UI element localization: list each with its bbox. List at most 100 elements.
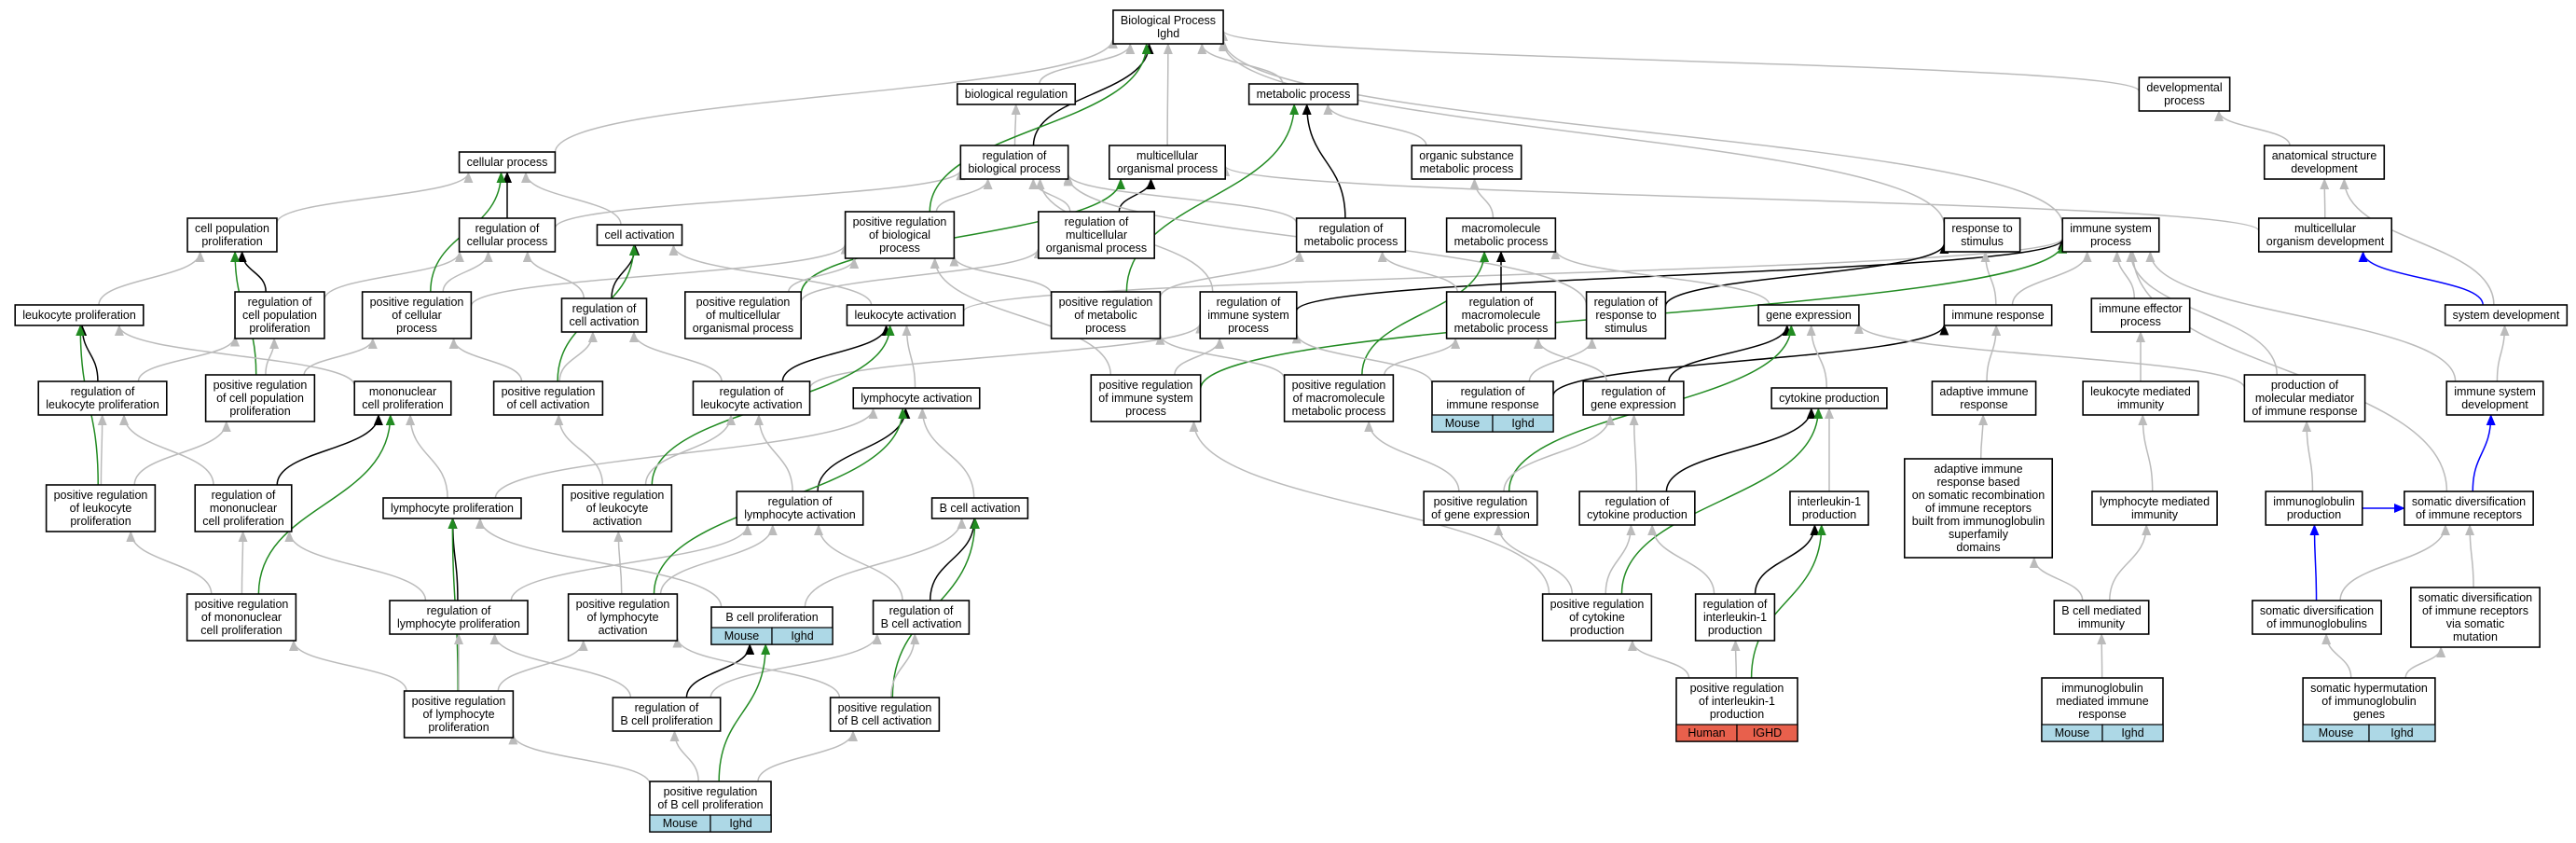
go-term-node[interactable]: regulation ofB cell activation	[872, 600, 971, 635]
node-label-line: B cell activation	[881, 617, 962, 630]
edge-isa	[613, 531, 624, 595]
node-label-line: regulation of	[212, 489, 276, 502]
edge-isa	[930, 257, 1112, 376]
node-label-line: proliferation	[428, 721, 489, 734]
go-term-node[interactable]: metabolic process	[1247, 83, 1359, 105]
go-term-node[interactable]: cellular process	[458, 151, 557, 173]
go-term-node[interactable]: lymphocyte proliferation	[382, 497, 522, 519]
node-label-line: Ighd	[1157, 27, 1179, 40]
species-tag-cell	[2368, 724, 2436, 742]
go-term-node[interactable]: biological regulation	[956, 83, 1077, 105]
node-label-line: of cell activation	[507, 398, 590, 411]
go-term-node[interactable]: immune response	[1943, 304, 2053, 326]
node-box	[1789, 491, 1869, 526]
edge-isa	[2145, 251, 2457, 382]
species-tag-cell	[1736, 724, 1798, 742]
node-box	[956, 83, 1077, 105]
node-label-line: regulation of	[983, 149, 1047, 162]
node-label-line: leukocyte activation	[854, 309, 956, 322]
edge-isa	[1730, 640, 1741, 679]
node-label-line: developmental	[2146, 81, 2222, 94]
node-box	[567, 593, 679, 642]
edge-isa	[2126, 251, 2279, 376]
go-term-node[interactable]: lymphocyte activation	[852, 387, 981, 409]
go-term-node[interactable]: system development	[2444, 304, 2569, 326]
node-label-line: mutation	[2453, 630, 2498, 643]
go-term-node[interactable]: regulation ofB cell proliferation	[612, 697, 722, 732]
node-label-line: somatic diversification	[2260, 604, 2374, 617]
go-term-node[interactable]: leukocyte proliferation	[14, 304, 145, 326]
node-label-line: immune response	[1951, 309, 2044, 322]
go-term-node[interactable]: gene expression	[1757, 304, 1860, 326]
go-term-node[interactable]: cell activation	[596, 224, 683, 246]
edge-isa	[2128, 251, 2448, 492]
go-term-node[interactable]: B cell activation	[930, 497, 1029, 519]
go-term-node[interactable]: leukocyte activation	[846, 304, 965, 326]
go-term-node[interactable]: cytokine production	[1770, 387, 1888, 409]
